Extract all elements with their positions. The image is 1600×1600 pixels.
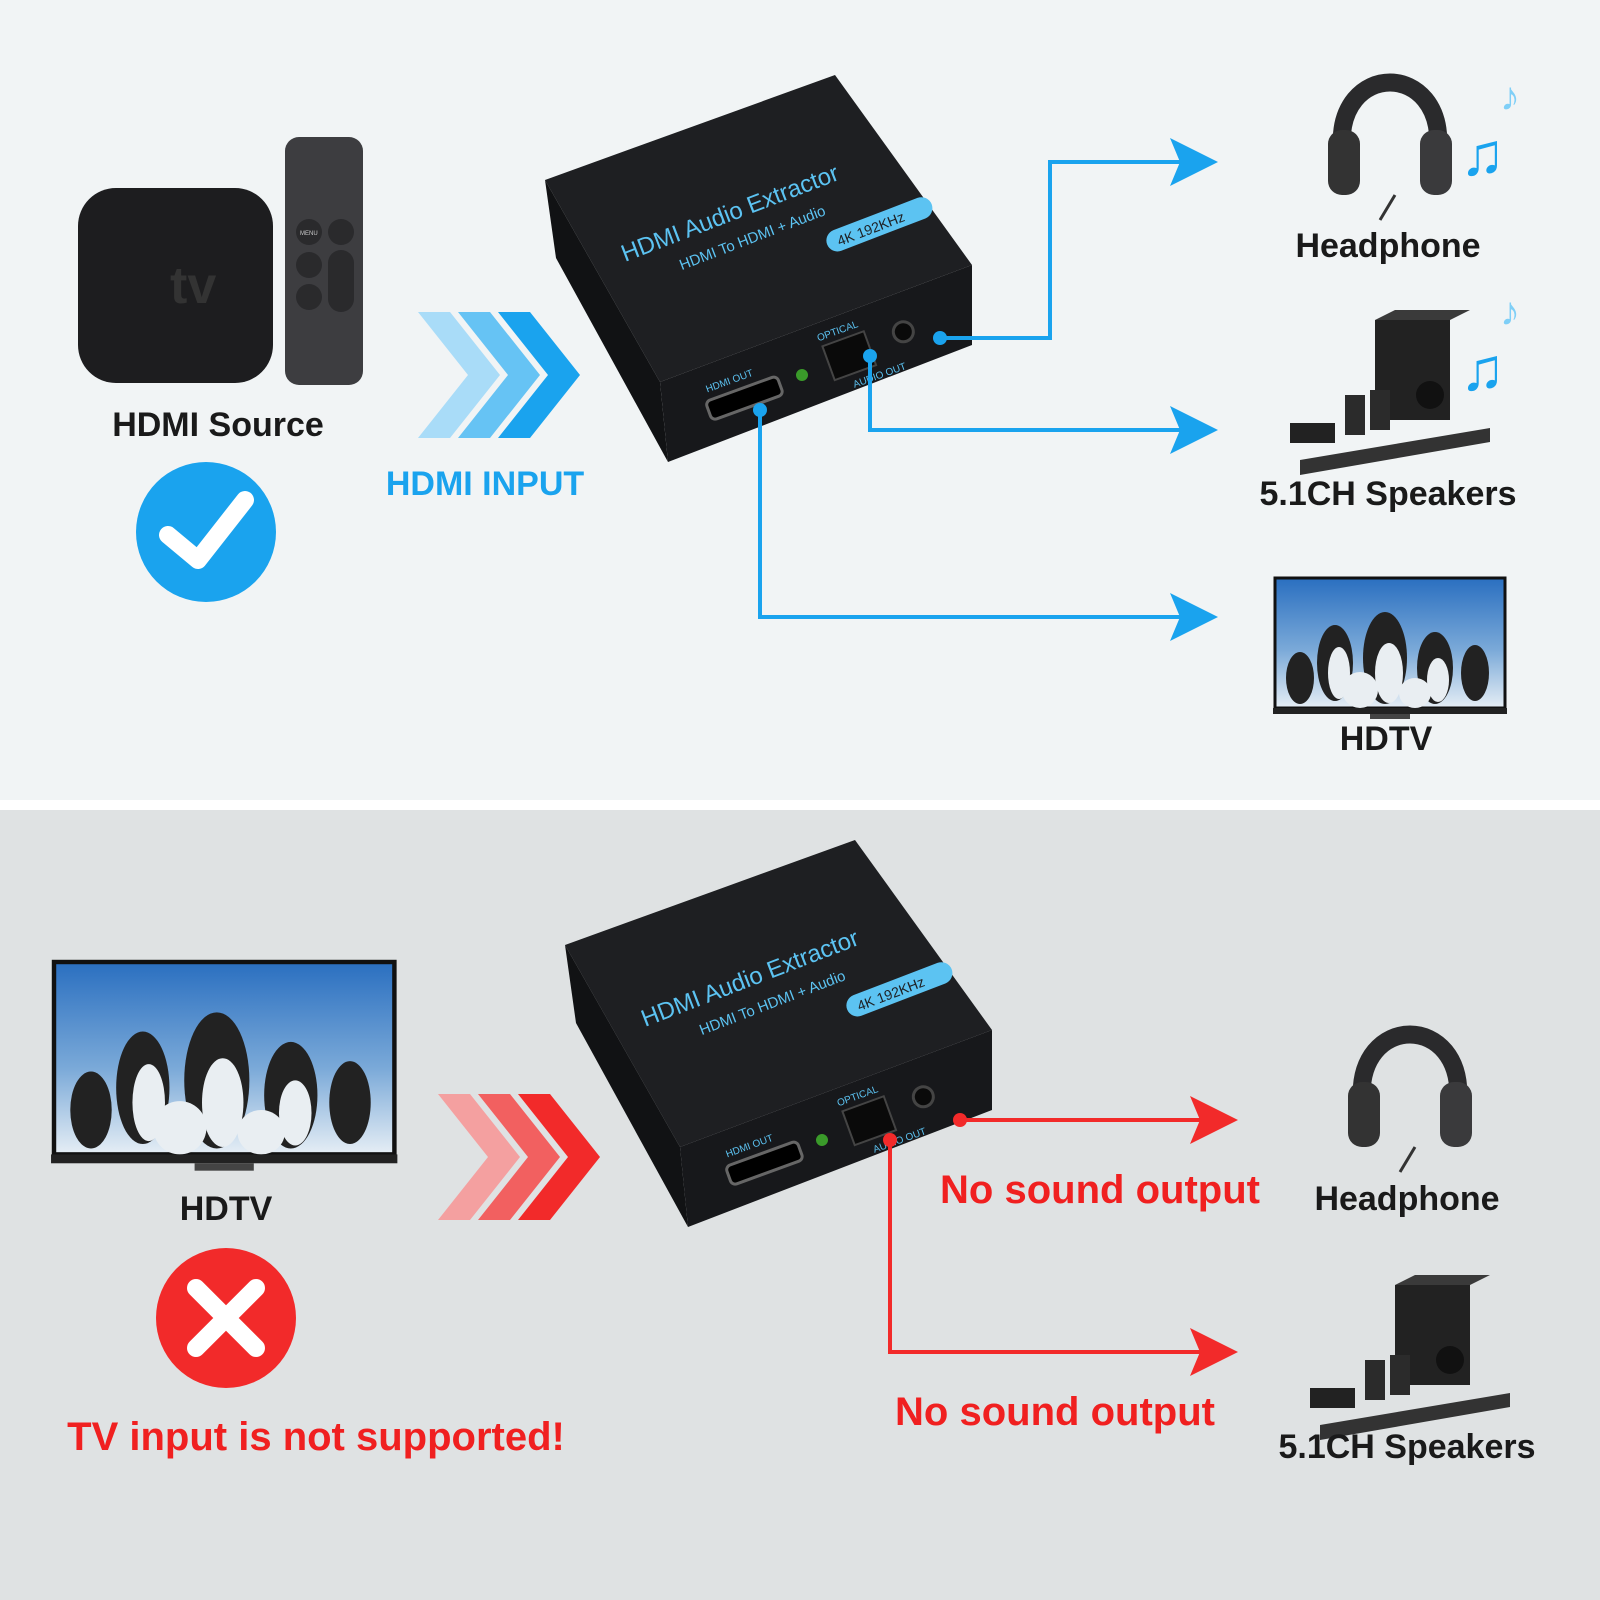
hdmi-source-label: HDMI Source xyxy=(112,406,324,444)
headphone-image xyxy=(1328,83,1452,221)
svg-text:♪: ♪ xyxy=(1500,290,1520,334)
music-note-icon: ♫♪ xyxy=(1460,75,1520,188)
no-sound-speakers: No sound output xyxy=(895,1390,1215,1434)
led-indicator xyxy=(796,369,809,382)
headphone-image xyxy=(1348,1035,1472,1173)
output-label-headphone: Headphone xyxy=(1314,1180,1500,1218)
speakers-image xyxy=(1310,1275,1510,1440)
checkmark-icon xyxy=(136,462,276,602)
remote-control: MENU xyxy=(285,137,363,385)
hdtv-image xyxy=(1271,576,1509,721)
hdtv-source-image xyxy=(51,962,397,1171)
remote-menu-label: MENU xyxy=(300,231,318,237)
hdtv-source-label: HDTV xyxy=(179,1190,273,1228)
arrow-heads xyxy=(1170,138,1218,641)
hdmi-out-port xyxy=(705,375,784,421)
apple-tv-box: tv xyxy=(78,188,273,383)
output-label-speakers: 5.1CH Speakers xyxy=(1278,1428,1536,1466)
output-connectors xyxy=(888,1118,1200,1354)
headphone-jack xyxy=(911,1085,935,1109)
input-chevrons-red xyxy=(438,1094,600,1220)
headphone-jack xyxy=(891,320,915,344)
apple-tv-logo: tv xyxy=(170,257,216,315)
svg-text:♫: ♫ xyxy=(1460,121,1505,188)
audio-extractor-device: HDMI Audio Extractor HDMI To HDMI + Audi… xyxy=(545,75,972,462)
svg-text:♪: ♪ xyxy=(1500,75,1520,119)
port-dots xyxy=(753,331,947,417)
output-connectors xyxy=(758,160,1180,619)
x-icon xyxy=(156,1248,296,1388)
no-sound-headphone: No sound output xyxy=(940,1168,1260,1212)
music-note-icon: ♫♪ xyxy=(1460,290,1520,403)
output-label-speakers: 5.1CH Speakers xyxy=(1259,475,1517,513)
led-indicator xyxy=(816,1134,829,1147)
arrow-heads xyxy=(1190,1096,1238,1376)
hdmi-input-label: HDMI INPUT xyxy=(385,465,585,503)
optical-port xyxy=(841,1094,898,1147)
port-dots xyxy=(883,1113,967,1147)
svg-text:♫: ♫ xyxy=(1460,336,1505,403)
output-label-headphone: Headphone xyxy=(1295,227,1481,265)
hdmi-out-port xyxy=(725,1140,804,1186)
audio-extractor-device: HDMI Audio Extractor HDMI To HDMI + Audi… xyxy=(565,840,992,1227)
optical-port xyxy=(821,329,878,382)
output-label-hdtv: HDTV xyxy=(1339,720,1433,758)
warning-text: TV input is not supported! xyxy=(67,1415,565,1459)
input-chevrons-blue xyxy=(418,312,580,438)
